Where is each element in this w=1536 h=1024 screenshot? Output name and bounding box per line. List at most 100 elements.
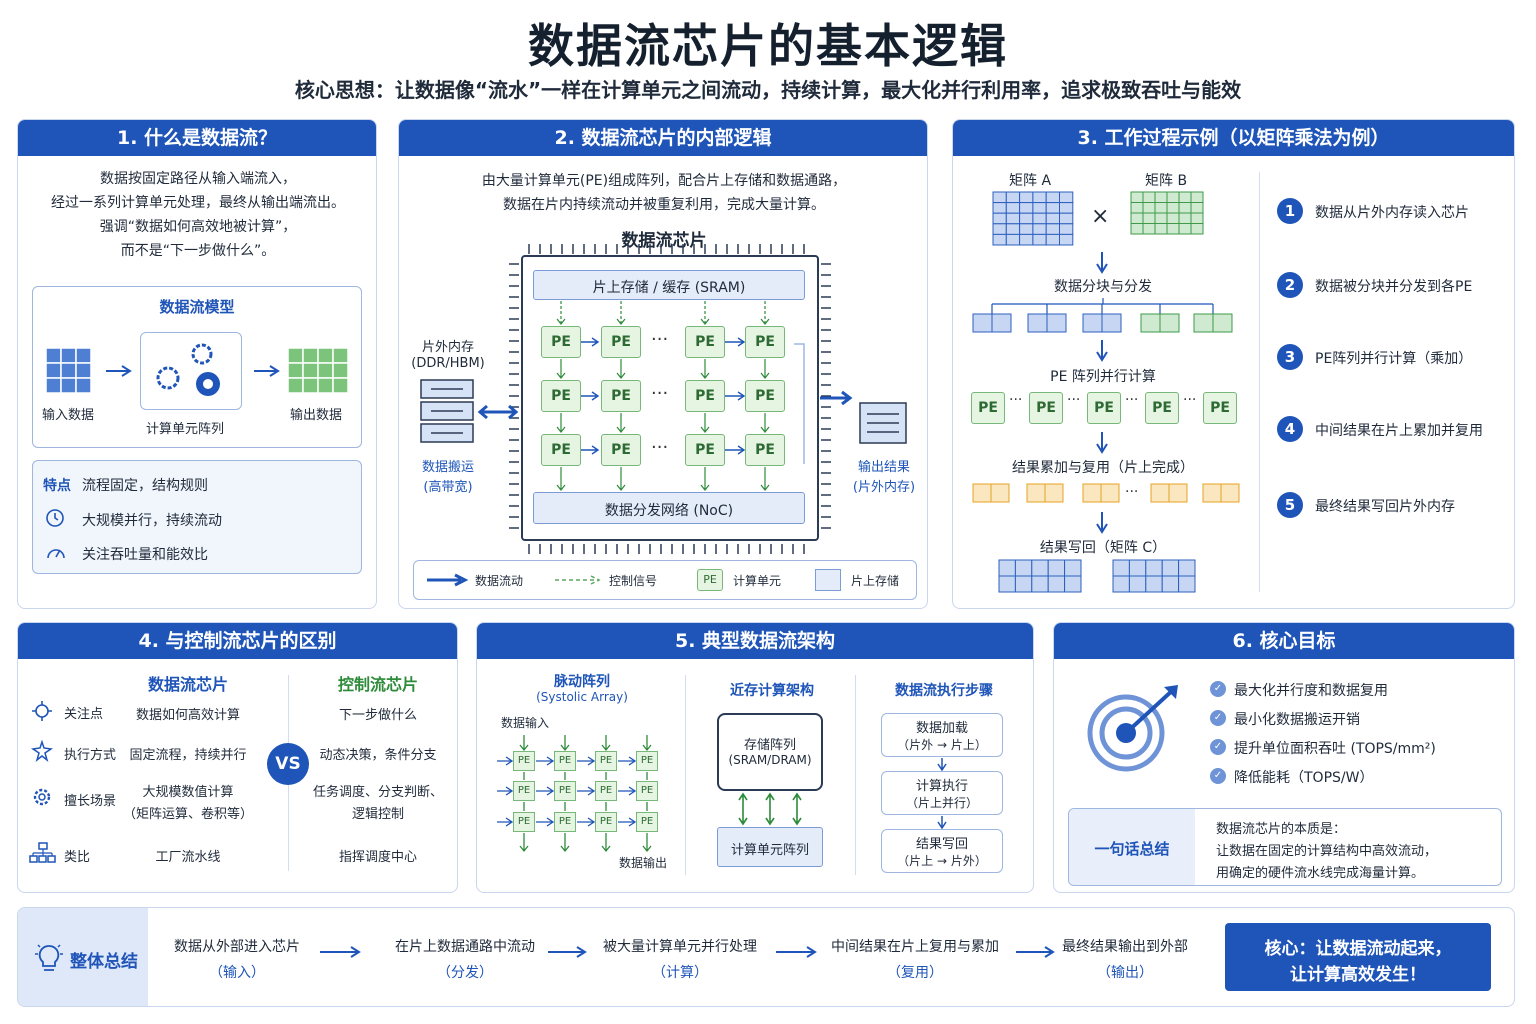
accum-buffer-5 [1202,483,1240,503]
exec-step-box-1 [881,713,1003,757]
s3-pe-ellipsis-4: ··· [1183,392,1197,408]
pe-r2-c4: PE [745,380,785,412]
section-3-panel: 3. 工作过程示例（以矩阵乘法为例） 矩阵 A 矩阵 B × 数据分块与分发 P… [952,119,1515,609]
pe-r2-c2: PE [601,380,641,412]
feature-3: 关注吞吐量和能效比 [82,547,208,563]
pe-grid-arrows [556,301,770,491]
systolic-output-label: 数据输出 [619,856,668,870]
matrix-b-label: 矩阵 B [1145,173,1188,189]
s3-pe-3: PE [1087,392,1121,424]
accum-ellipsis: ··· [1125,484,1138,500]
flow-arrow-2 [548,946,587,958]
goal-text-4: 降低能耗（TOPS/W） [1234,770,1374,786]
pe-r2-c3: PE [685,380,725,412]
matrix-c-grid [998,559,1196,593]
systolic-pe-r1-c3: PE [595,751,617,771]
step-number-4: 4 [1277,416,1303,442]
exec-step-box-3 [881,829,1003,873]
accum-label: 结果累加与复用（片上完成） [1012,460,1194,476]
split-block-2 [1027,313,1067,333]
section-3-header: 3. 工作过程示例（以矩阵乘法为例） [953,120,1514,156]
s5-divider-2 [855,675,856,875]
feature-1: 流程固定，结构规则 [82,478,208,494]
step-text-3: PE阵列并行计算（乘加） [1315,351,1473,367]
pe-r3-c4: PE [745,434,785,466]
split-block-3 [1082,313,1122,333]
overall-flow-arrows [320,946,1055,958]
systolic-pe-r3-c3: PE [595,812,617,832]
pe-r1-c3: PE [685,326,725,358]
gear-icon [33,788,51,806]
systolic-input-label: 数据输入 [501,716,550,730]
legend-pe-label: 计算单元 [733,574,782,588]
step-number-2: 2 [1277,272,1303,298]
flow-step-2: 在片上数据通路中流动 [395,939,535,955]
section-1-header: 1. 什么是数据流？ [18,120,376,156]
row-exec-a: 固定流程，持续并行 [129,748,247,763]
legend-control-arrow [555,575,601,585]
pe-ellipsis-r3: ··· [651,437,669,458]
s3-pe-5: PE [1203,392,1237,424]
row-scene-b2: 逻辑控制 [351,807,404,822]
feature-2: 大规模并行，持续流动 [82,513,222,529]
vs-badge [267,743,309,785]
exec-step-desc-2: （片上并行） [905,796,978,810]
flow-step-tag-4: （复用） [887,965,943,981]
s3-pe-4: PE [1145,392,1179,424]
flow-step-1: 数据从外部进入芯片 [174,939,300,955]
step-number-3: 3 [1277,344,1303,370]
section-2-header: 2. 数据流芯片的内部逻辑 [399,120,927,156]
accum-buffer-1 [972,483,1010,503]
row-exec-b: 动态决策，条件分支 [319,748,437,763]
summary-label: 一句话总结 [1094,840,1170,858]
s1-line-4: 而不是“下一步做什么”。 [120,243,276,259]
s3-pe-ellipsis-3: ··· [1125,392,1139,408]
s2-line-1: 由大量计算单元(PE)组成阵列，配合片上存储和数据通路， [481,173,847,189]
goal-check-icon-2: ✓ [1210,710,1226,726]
multiply-sign: × [1091,204,1110,229]
bidirectional-arrow-icon [477,404,519,420]
step-text-2: 数据被分块并分发到各PE [1315,279,1473,295]
goal-check-icon-4: ✓ [1210,768,1226,784]
section-6-panel: 6. 核心目标 ✓最大化并行度和数据复用✓最小化数据搬运开销✓提升单位面积吞吐 … [1053,622,1515,893]
features-title: 特点 [43,478,71,494]
exec-steps-title: 数据流执行步骤 [895,683,993,699]
lightbulb-icon [35,944,63,971]
legend-sram-swatch [815,569,841,591]
compute-array-label: 计算单元阵列 [146,422,225,437]
pe-r1-c1: PE [541,326,581,358]
s2-line-2: 数据在片内持续流动并被重复利用，完成大量计算。 [503,197,825,213]
memory-array-type: (SRAM/DRAM) [728,753,812,767]
row-analogy-b: 指挥调度中心 [338,850,417,865]
s5-divider-1 [685,675,686,875]
pe-r1-c4: PE [745,326,785,358]
dataflow-col-title: 数据流芯片 [147,675,228,694]
systolic-pe-r2-c2: PE [554,781,576,801]
legend-pe-swatch: PE [697,569,723,591]
input-data-grid-icon [45,347,92,394]
systolic-pe-r1-c1: PE [513,751,535,771]
goal-text-2: 最小化数据搬运开销 [1234,712,1360,728]
matrix-c-block-1 [998,559,1082,593]
pe-r3-c1: PE [541,434,581,466]
systolic-pe-r1-c4: PE [636,751,658,771]
flow-step-tag-5: （输出） [1097,965,1153,981]
data-move-bw: (高带宽) [423,480,473,495]
down-arrow-icon [1096,252,1108,274]
memory-array-box [717,713,823,791]
pe-r1-c2: PE [601,326,641,358]
split-block-1 [972,313,1012,333]
exec-step-title-3: 结果写回 [915,837,968,852]
row-exec-label: 执行方式 [64,748,117,763]
exec-step-desc-1: （片外 → 片上） [897,738,987,752]
section-1-panel: 1. 什么是数据流？ 数据按固定路径从输入端流入， 经过一系列计算单元处理，最终… [17,119,377,609]
page-title: 数据流芯片的基本逻辑 [528,19,1008,73]
row-scene-a2: （矩阵运算、卷积等） [122,807,253,822]
overall-summary-bar: 整体总结 数据从外部进入芯片（输入）在片上数据通路中流动（分发）被大量计算单元并… [17,907,1515,1007]
matrix-c-block-2 [1112,559,1196,593]
accum-buffer-4 [1150,483,1188,503]
exec-step-title-2: 计算执行 [915,779,968,794]
sram-label: 片上存储 / 缓存 (SRAM) [592,280,746,296]
bidirectional-links [738,792,802,826]
arrow-right-icon [106,365,132,377]
